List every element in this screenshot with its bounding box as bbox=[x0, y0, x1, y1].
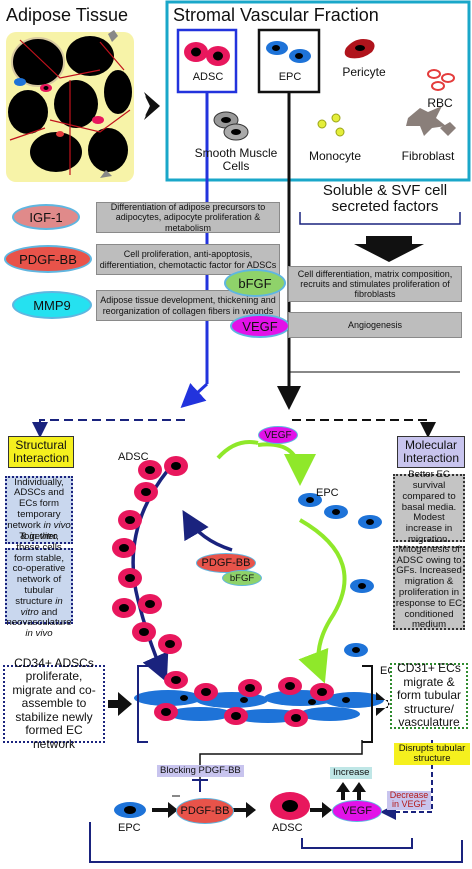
epc-frame bbox=[257, 28, 321, 94]
molecular-box-2: Mitogenesis of ADSC owing to GFs. Increa… bbox=[393, 544, 465, 630]
adipose-tissue-illustration bbox=[6, 30, 134, 182]
smooth-muscle-label: Smooth Muscle Cells bbox=[188, 147, 284, 172]
structural-title-line1: Structural bbox=[15, 438, 67, 452]
ec-label: EC bbox=[380, 665, 396, 677]
rbc-label: RBC bbox=[427, 96, 453, 110]
disrupts-line2: structure bbox=[413, 752, 451, 764]
fibroblast-label: Fibroblast bbox=[401, 149, 455, 163]
decrease-vegf-label: Decrease in VEGF bbox=[387, 790, 431, 810]
cd31-box: CD31+ ECs migrate & form tubular structu… bbox=[390, 661, 468, 729]
bottom-vegf-pill: VEGF bbox=[332, 800, 382, 822]
monocyte-label: Monocyte bbox=[308, 149, 362, 163]
vegf-description: Angiogenesis bbox=[288, 312, 462, 338]
structural-title-line2: Interaction bbox=[12, 450, 70, 465]
decrease-line1: Decrease bbox=[389, 790, 429, 800]
smooth-muscle-line1: Smooth Muscle bbox=[194, 146, 278, 160]
structural-box1-italic: in vivo & in vitro bbox=[20, 519, 71, 542]
soluble-factors-label: Soluble & SVF cell secreted factors bbox=[300, 183, 470, 215]
molecular-interaction-title: Molecular Interaction bbox=[397, 436, 465, 468]
pdgf-pill: PDGF-BB bbox=[4, 245, 92, 273]
structural-box2-italic2: in vivo bbox=[25, 628, 53, 640]
structural-interaction-title: Structural Interaction bbox=[8, 436, 74, 468]
adsc-cluster bbox=[112, 456, 188, 654]
molecular-box-1: Better EC survival compared to basal med… bbox=[393, 469, 465, 545]
ec-network bbox=[134, 671, 384, 727]
soluble-line1: Soluble & SVF cell bbox=[322, 182, 448, 199]
structural-box2-text: Together, these cells form stable, co-op… bbox=[12, 530, 66, 607]
pdgf-description: Cell proliferation, anti-apoptosis, diff… bbox=[96, 244, 280, 275]
soluble-line2: secreted factors bbox=[331, 197, 439, 215]
bfgf-pill: bFGF bbox=[224, 269, 286, 297]
bfgf-description: Cell differentiation, matrix composition… bbox=[288, 266, 462, 302]
molecular-title-line2: Interaction bbox=[402, 450, 460, 465]
disrupts-line1: Disrupts tubular bbox=[398, 743, 466, 754]
smooth-muscle-line2: Cells bbox=[222, 158, 250, 173]
adsc-cell-label: ADSC bbox=[192, 71, 224, 83]
epc-cluster bbox=[298, 493, 382, 657]
pdgf-middle-pill: PDGF-BB bbox=[196, 553, 256, 573]
epc-label: EPC bbox=[316, 487, 339, 499]
blocking-pdgf-label: Blocking PDGF-BB bbox=[157, 765, 244, 777]
cd34-box: CD34+ ADSCs proliferate, migrate and co-… bbox=[3, 656, 105, 751]
bottom-epc-label: EPC bbox=[118, 822, 141, 834]
disrupts-label: Disrupts tubular structure bbox=[394, 743, 470, 765]
svf-title: Stromal Vascular Fraction bbox=[173, 5, 379, 25]
adsc-label: ADSC bbox=[118, 451, 149, 463]
bottom-epc-cell bbox=[114, 802, 146, 818]
mmp9-pill: MMP9 bbox=[12, 291, 92, 319]
structural-box1-text: Individually, ADSCs and ECs form tempora… bbox=[7, 476, 65, 531]
epc-cell-label: EPC bbox=[278, 71, 302, 83]
increase-label: Increase bbox=[330, 767, 373, 779]
bottom-pdgf-pill: PDGF-BB bbox=[176, 798, 234, 824]
molecular-title-line1: Molecular bbox=[404, 438, 458, 452]
structural-box2-mid: and neovasculature bbox=[6, 606, 72, 629]
bottom-adsc-cell bbox=[270, 792, 310, 820]
igf1-description: Differentiation of adipose precursors to… bbox=[96, 202, 280, 233]
adipose-tissue-title: Adipose Tissue bbox=[6, 5, 129, 25]
bottom-adsc-label: ADSC bbox=[272, 822, 303, 834]
bfgf-middle-pill: bFGF bbox=[222, 570, 262, 586]
structural-box-2: Together, these cells form stable, co-op… bbox=[5, 531, 73, 639]
vegf-pill: VEGF bbox=[230, 314, 290, 338]
decrease-line2: in VEGF bbox=[391, 799, 426, 810]
vegf-middle-pill: VEGF bbox=[258, 426, 298, 444]
soluble-down-arrow bbox=[354, 236, 424, 262]
structural-box-1: Individually, ADSCs and ECs form tempora… bbox=[5, 476, 73, 544]
igf1-pill: IGF-1 bbox=[12, 204, 80, 230]
structural-box2-italic1: in vitro bbox=[20, 595, 63, 618]
pericyte-label: Pericyte bbox=[342, 65, 386, 79]
